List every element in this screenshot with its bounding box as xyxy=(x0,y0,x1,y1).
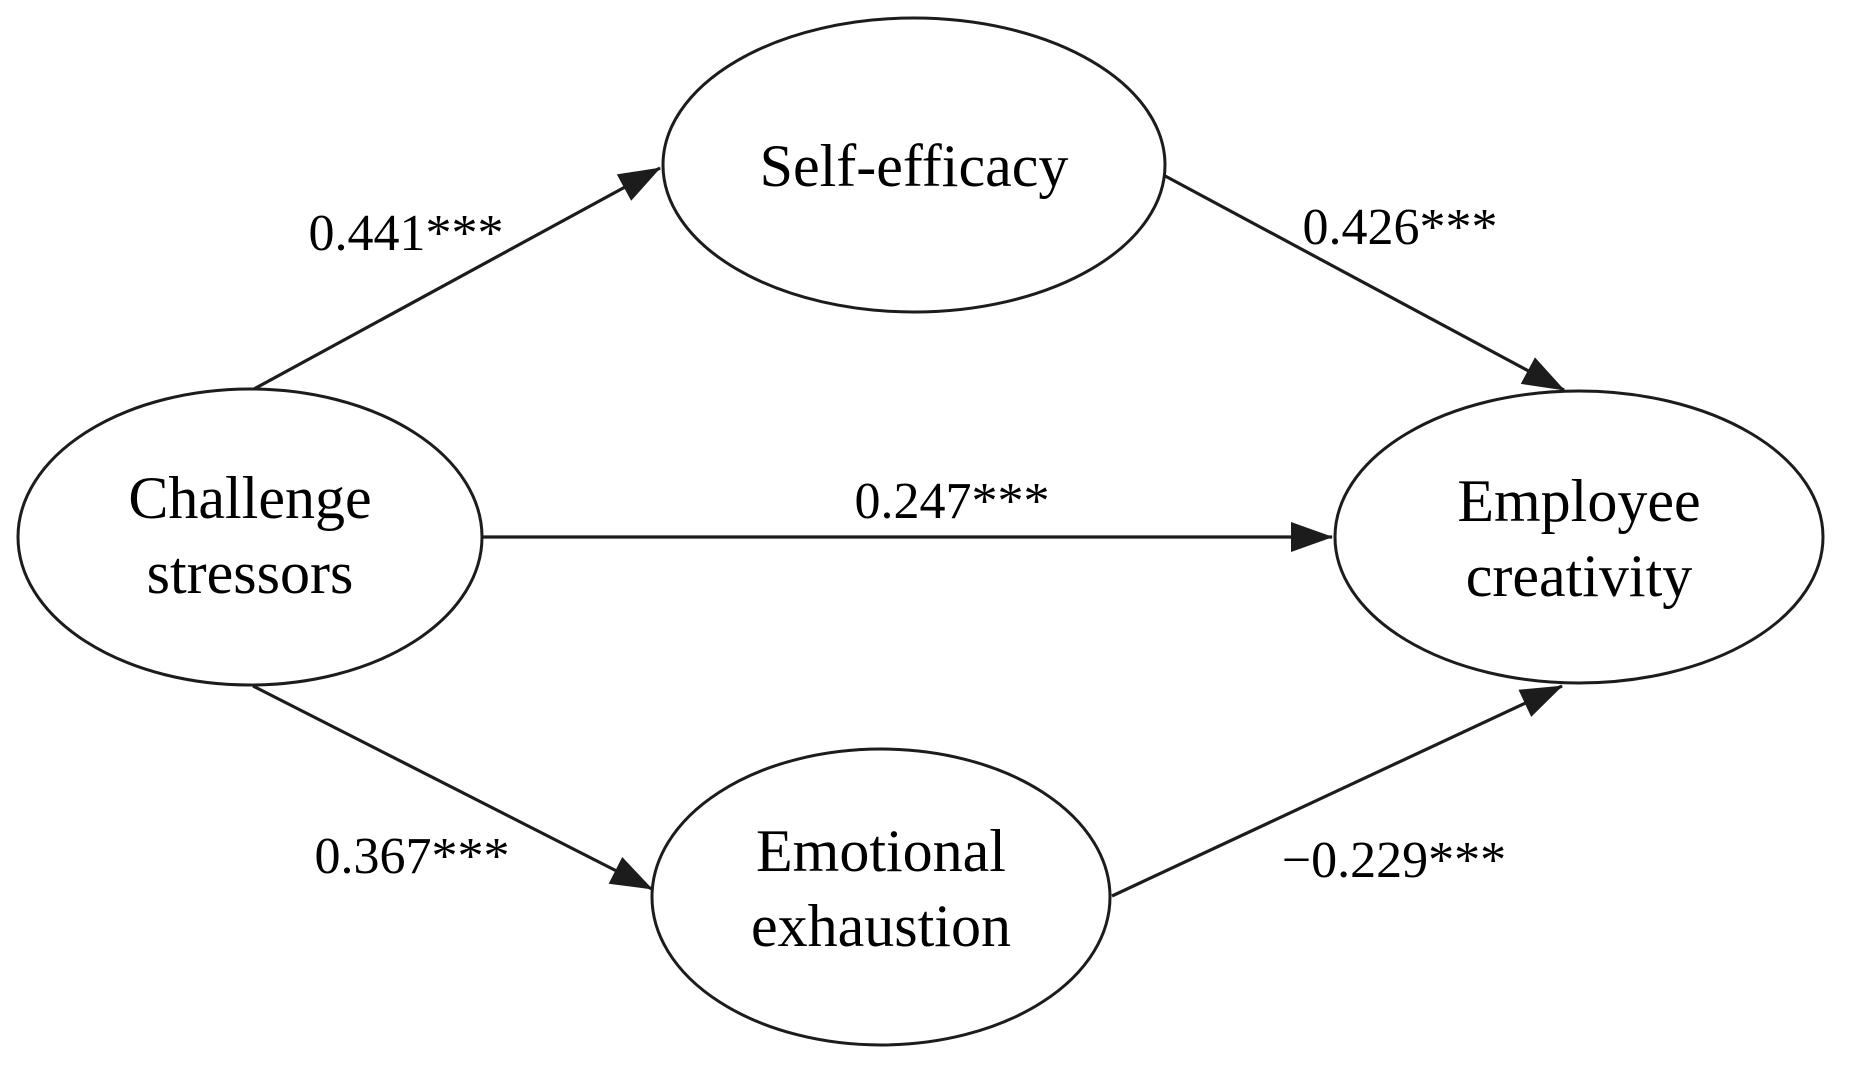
edge-arrow-challenge-to-self-efficacy xyxy=(253,166,661,391)
node-label-self-efficacy: Self-efficacy xyxy=(760,133,1069,199)
node-employee-creativity: Employee creativity xyxy=(1333,389,1825,685)
node-label-challenge-line1: Challenge xyxy=(128,465,371,531)
edge-arrow-challenge-to-emotional-exhaustion xyxy=(252,684,653,891)
edge-coefficient-challenge-to-emotional-exhaustion: 0.367*** xyxy=(315,828,510,885)
node-label-challenge-line2: stressors xyxy=(147,540,354,606)
node-label-creativity-line1: Employee xyxy=(1457,468,1700,534)
node-ellipse-self-efficacy xyxy=(661,16,1167,314)
node-label-exhaustion-line1: Emotional xyxy=(756,818,1006,884)
node-challenge-stressors: Challenge stressors xyxy=(16,387,484,687)
edge-coefficient-self-efficacy-to-employee-creativity: 0.426*** xyxy=(1303,199,1498,256)
node-emotional-exhaustion: Emotional exhaustion xyxy=(650,747,1112,1047)
edge-coefficient-emotional-exhaustion-to-employee-creativity: −0.229*** xyxy=(1282,832,1506,889)
edge-coefficient-challenge-to-employee-creativity: 0.247*** xyxy=(855,473,1050,530)
edge-arrow-self-efficacy-to-employee-creativity xyxy=(1153,168,1565,392)
edge-arrow-emotional-exhaustion-to-employee-creativity xyxy=(1111,684,1563,898)
node-ellipse-challenge-stressors xyxy=(16,387,484,687)
node-label-creativity-line2: creativity xyxy=(1466,543,1693,609)
node-ellipse-employee-creativity xyxy=(1333,389,1825,685)
node-self-efficacy: Self-efficacy xyxy=(661,16,1167,314)
edge-coefficient-challenge-to-self-efficacy: 0.441*** xyxy=(309,205,504,262)
node-ellipse-emotional-exhaustion xyxy=(650,747,1112,1047)
node-label-exhaustion-line2: exhaustion xyxy=(751,893,1011,959)
